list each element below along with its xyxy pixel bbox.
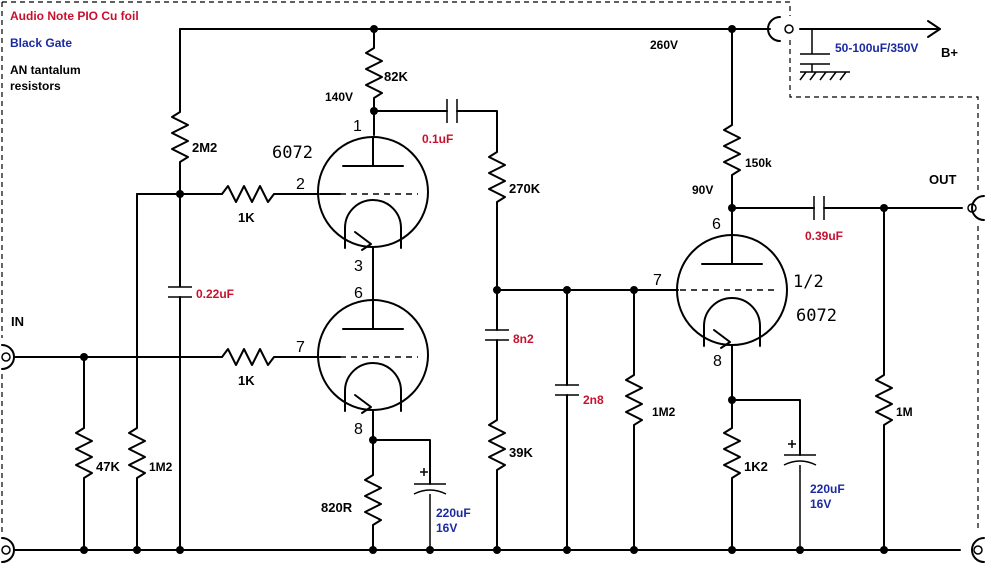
node: [80, 546, 88, 554]
node: [176, 546, 184, 554]
node: [176, 190, 184, 198]
label-c039: 0.39uF: [805, 229, 843, 243]
input-jack: [1, 344, 15, 370]
pin-q8: 8: [713, 353, 722, 370]
node: [563, 546, 571, 554]
c01-cap: [446, 99, 458, 123]
r1m-wire: [875, 207, 893, 551]
label-c2n8: 2n8: [583, 393, 604, 407]
label-c01: 0.1uF: [422, 132, 453, 146]
label-2m2: 2M2: [192, 140, 217, 155]
label-1m: 1M: [896, 405, 913, 419]
r1k2-wire: [723, 399, 741, 551]
r1m2b-wire: [625, 289, 643, 551]
node: [369, 546, 377, 554]
node: [880, 546, 888, 554]
ground-jack-left: [1, 537, 15, 563]
pin-8: 8: [354, 421, 363, 438]
label-260v: 260V: [650, 38, 678, 52]
pin-q6: 6: [712, 216, 721, 233]
legend-black-gate: Black Gate: [10, 36, 72, 50]
output-jack: [971, 195, 985, 221]
c039-cap: [813, 196, 825, 220]
node: [133, 546, 141, 554]
label-out: OUT: [929, 172, 957, 187]
tube-v2-half: 1/2: [793, 272, 824, 292]
node: [493, 546, 501, 554]
node: [370, 25, 378, 33]
c220b-cap: [783, 454, 817, 550]
supply-capacitor: [799, 29, 850, 81]
node: [796, 546, 804, 554]
legend-audio-note: Audio Note PIO Cu foil: [10, 9, 139, 23]
r1k-b: [221, 348, 319, 366]
ground-jack-right: [971, 537, 985, 563]
label-820r: 820R: [321, 500, 353, 515]
label-1k2: 1K2: [744, 459, 768, 474]
label-90v: 90V: [692, 183, 713, 197]
r1m2a-wire: [128, 193, 146, 551]
label-c022: 0.22uF: [196, 287, 234, 301]
label-c8n2: 8n2: [513, 332, 534, 346]
c022-cap: [168, 286, 192, 298]
node: [630, 546, 638, 554]
input-jack-pin: [1, 352, 11, 362]
label-1m2-b: 1M2: [652, 405, 676, 419]
ground-jack-left-pin: [1, 545, 11, 555]
label-in: IN: [11, 314, 24, 329]
r1k-a: [221, 185, 319, 203]
tube-v1-name: 6072: [272, 143, 313, 163]
r39k-wire: [488, 339, 506, 551]
label-c220-a-value: 220uF: [436, 506, 471, 520]
bplus-jack-pin: [784, 24, 794, 34]
label-47k: 47K: [96, 459, 120, 474]
c2n8-cap: [555, 384, 579, 396]
legend-resistors: resistors: [10, 79, 61, 93]
bplus-jack: [767, 16, 781, 42]
label-1k-b: 1K: [238, 373, 255, 388]
enclosure-outline: [1, 1, 979, 534]
r150k-wire: [723, 28, 741, 209]
label-150k: 150k: [745, 156, 772, 170]
label-39k: 39K: [509, 445, 533, 460]
label-140v: 140V: [325, 90, 353, 104]
label-bplus: B+: [941, 45, 958, 60]
tube-v2-name: 6072: [796, 306, 837, 326]
pin-q7: 7: [653, 272, 662, 289]
tube-v1-upper: [317, 136, 429, 301]
bplus-arrowhead: [927, 20, 941, 38]
pin-6: 6: [354, 285, 363, 302]
r47k-wire: [75, 356, 93, 551]
r820-wire: [364, 439, 382, 551]
tube-v1-lower: [317, 299, 429, 441]
label-c220-b-voltage: 16V: [810, 497, 831, 511]
node: [426, 546, 434, 554]
r2m2-wire: [171, 28, 189, 287]
label-270k: 270K: [509, 181, 541, 196]
label-82k: 82K: [384, 69, 408, 84]
label-supply-cap: 50-100uF/350V: [835, 41, 918, 55]
tube-v2: [676, 207, 788, 401]
pin-3: 3: [354, 258, 363, 275]
ground-jack-right-pin: [973, 545, 983, 555]
label-1m2-a: 1M2: [149, 460, 173, 474]
pin-7: 7: [296, 339, 305, 356]
label-1k-a: 1K: [238, 210, 255, 225]
pin-2: 2: [296, 176, 305, 193]
pin-1: 1: [353, 118, 362, 135]
label-c220-b-value: 220uF: [810, 482, 845, 496]
output-jack-pin: [967, 203, 977, 213]
label-c220-a-voltage: 16V: [436, 521, 457, 535]
legend-an-tantalum: AN tantalum: [10, 63, 81, 77]
node: [728, 25, 736, 33]
c8n2-cap: [485, 329, 509, 341]
c220a-cap: [413, 483, 447, 550]
node: [728, 546, 736, 554]
r82k-wire: [365, 28, 383, 136]
